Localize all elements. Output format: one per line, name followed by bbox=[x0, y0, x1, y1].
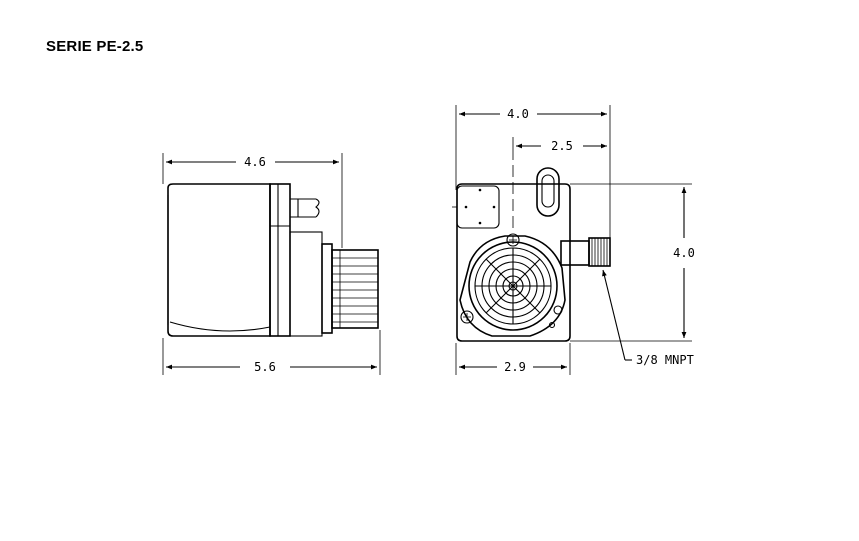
dim-label-side-bottom: 5.6 bbox=[254, 360, 276, 374]
side-view: 4.6 bbox=[162, 153, 381, 375]
dimension-side-bottom: 5.6 bbox=[162, 330, 381, 375]
cord-grommet bbox=[536, 167, 560, 217]
page-title: SERIE PE-2.5 bbox=[46, 38, 144, 55]
dim-label-front-top-inner: 2.5 bbox=[551, 139, 573, 153]
dim-label-front-top-outer: 4.0 bbox=[507, 107, 529, 121]
cord-outlet bbox=[290, 198, 320, 218]
dim-label-front-bottom: 2.9 bbox=[504, 360, 526, 374]
intake-screen bbox=[459, 235, 566, 337]
dim-label-side-top: 4.6 bbox=[244, 155, 266, 169]
dimension-side-top: 4.6 bbox=[162, 153, 343, 248]
screws bbox=[460, 233, 563, 329]
pump-intake bbox=[321, 243, 379, 334]
dimension-front-bottom: 2.9 bbox=[455, 343, 571, 375]
pump-body-front bbox=[452, 183, 571, 342]
discharge-fitting bbox=[560, 237, 611, 267]
callout-mnpt: 3/8 MNPT bbox=[602, 269, 694, 367]
callout-label: 3/8 MNPT bbox=[636, 353, 694, 367]
dimension-front-top-outer: 4.0 bbox=[455, 105, 611, 238]
dimension-front-top-inner: 2.5 bbox=[512, 137, 607, 160]
mounting-flange bbox=[269, 183, 323, 337]
motor-housing bbox=[167, 183, 271, 337]
dimension-front-right: 4.0 bbox=[570, 183, 695, 342]
dim-label-front-right: 4.0 bbox=[673, 246, 695, 260]
front-view: 4.0 2.5 bbox=[452, 105, 695, 375]
